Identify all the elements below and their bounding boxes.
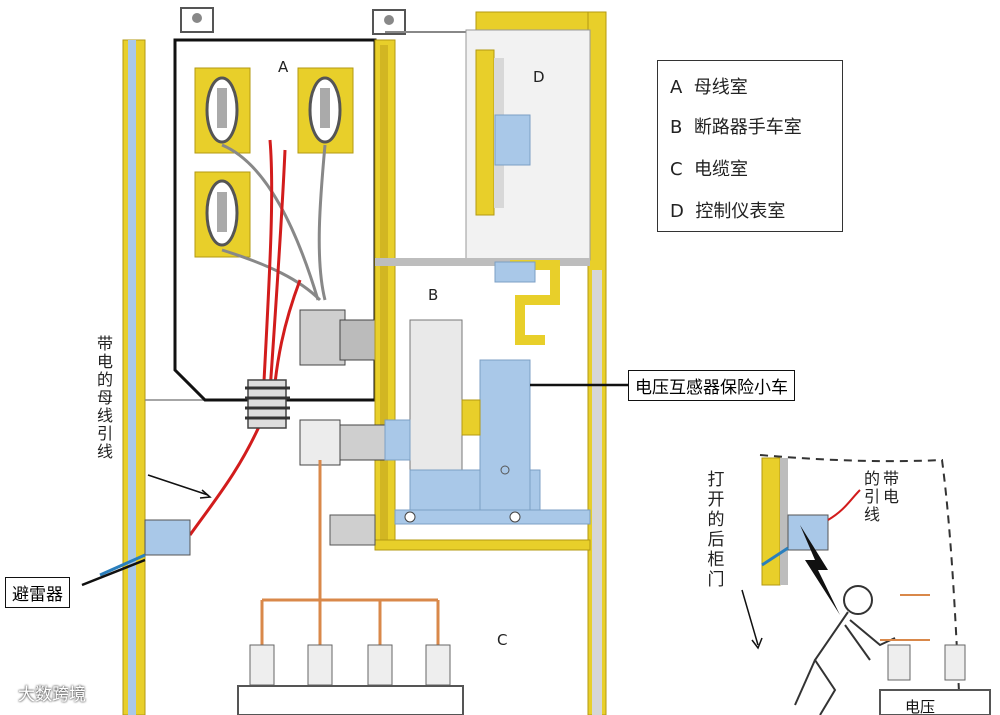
rail-wheel	[404, 511, 416, 523]
arrester-cable	[99, 553, 146, 577]
compartment-d-label: D	[533, 68, 545, 86]
inset-transformer	[879, 689, 991, 715]
rail-wheel	[509, 511, 521, 523]
lightning-bolt-icon	[800, 525, 840, 615]
lightning-arrester	[144, 519, 191, 556]
open-rear-door-label: 打开的后柜门	[707, 470, 725, 590]
cart-handle	[461, 399, 481, 436]
live-lead-red	[260, 139, 274, 421]
legend-item: B 断路器手车室	[670, 117, 802, 138]
arrow-head	[199, 489, 212, 499]
inset-door-outline	[759, 454, 961, 715]
door-leader	[741, 589, 759, 646]
inset-cable	[761, 546, 789, 567]
legend-item: D 控制仪表室	[670, 201, 786, 222]
compartment-c-label: C	[497, 631, 507, 649]
busbar-lead	[221, 248, 322, 302]
cable-terminal	[329, 514, 376, 546]
inset-frame	[761, 457, 781, 586]
lower-contact	[339, 424, 386, 461]
inset-live-label-1: 带电	[882, 469, 899, 506]
mounting-hole	[384, 15, 394, 25]
inset-live-lead	[827, 489, 861, 521]
busbar-bushing	[194, 171, 251, 258]
busbar-bushing	[297, 67, 354, 154]
arrester-leader	[81, 558, 146, 587]
lower-contact	[299, 419, 341, 466]
live-busbar-lead-label: 带电的母线引线	[96, 334, 113, 461]
b-left-liner	[380, 45, 388, 545]
d-door-frame	[475, 49, 495, 216]
inset-arrester	[787, 514, 829, 551]
cart-rail	[394, 509, 591, 525]
breaker-cart-panel	[409, 319, 463, 486]
arrow-head	[751, 637, 763, 650]
inset-insulators	[887, 644, 966, 681]
mounting-tab-left	[180, 7, 214, 33]
legend-item: A 母线室	[670, 77, 748, 98]
legend-item: C 电缆室	[670, 159, 749, 180]
transformer-top	[237, 685, 464, 715]
top-frame-d	[475, 11, 607, 31]
legend: A 母线室 B 断路器手车室 C 电缆室 D 控制仪表室	[657, 60, 843, 232]
current-transformer	[245, 379, 290, 429]
arrester-tag: 避雷器	[5, 577, 70, 608]
lower-contact-bushing	[384, 419, 411, 461]
inset-transformer-label: 电压	[905, 698, 936, 715]
watermark: 大数跨境	[18, 685, 86, 705]
vt-fuse-cart	[479, 359, 531, 511]
vt-terminal	[494, 261, 536, 283]
inset-live-label-2: 的引线	[863, 469, 880, 524]
busbar-lead	[317, 144, 327, 301]
right-frame-liner	[592, 270, 602, 715]
cable-drops	[260, 600, 440, 645]
busbar-bushing	[194, 67, 251, 154]
cabinet-left-liner	[128, 40, 136, 715]
inset-frame-liner	[780, 458, 788, 585]
vt-cart-tag: 电压互感器保险小车	[628, 370, 795, 401]
compartment-b-label: B	[428, 286, 438, 304]
d-instrument	[494, 114, 531, 166]
d-floor	[375, 258, 590, 266]
cable-insulators	[249, 644, 451, 686]
vt-busbar-arm	[510, 260, 560, 345]
c-ceiling	[374, 539, 591, 551]
live-lead-leader	[147, 474, 209, 496]
live-lead-red	[188, 419, 264, 536]
cart-bolt	[500, 465, 510, 475]
fixed-contact	[299, 309, 346, 366]
compartment-a-label: A	[278, 58, 289, 76]
mounting-hole	[192, 13, 202, 23]
